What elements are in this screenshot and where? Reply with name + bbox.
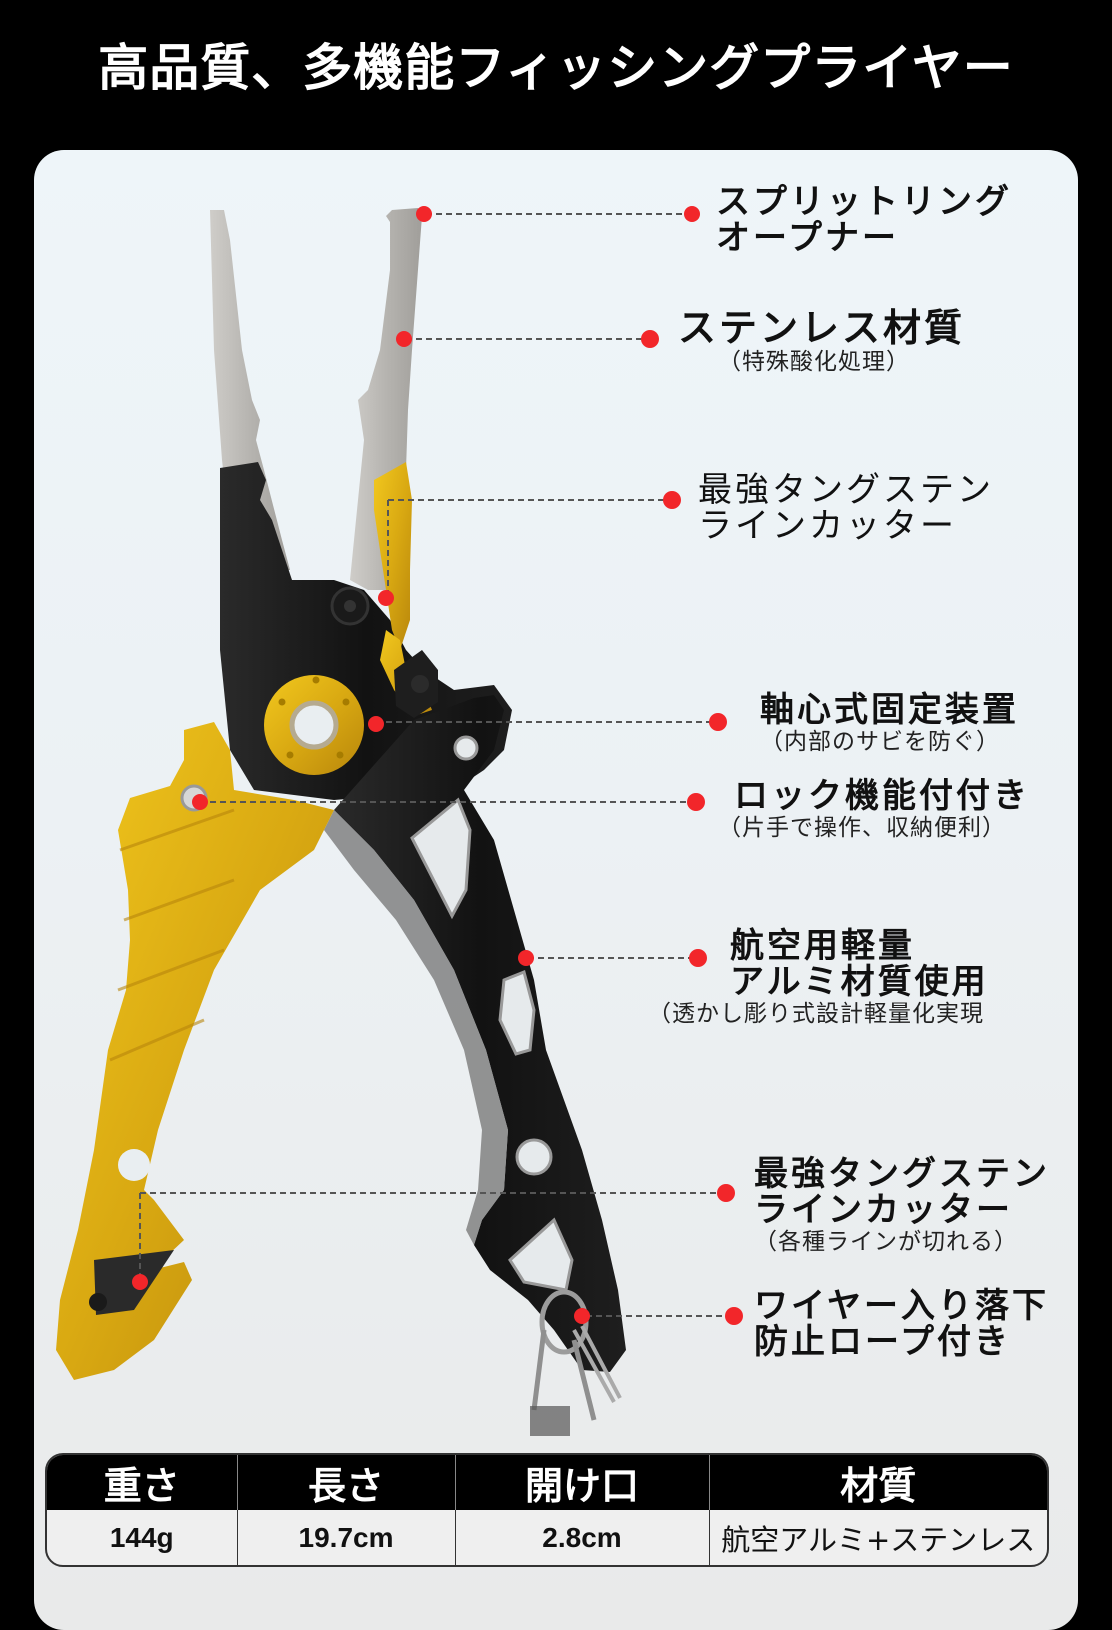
dot-icon — [378, 590, 394, 606]
dot-icon — [641, 330, 659, 348]
dot-icon — [709, 713, 727, 731]
spec-header-opening: 開け口 — [454, 1455, 709, 1510]
dot-icon — [368, 716, 384, 732]
dot-icon — [416, 206, 432, 222]
spec-value-opening: 2.8cm — [454, 1510, 709, 1565]
dot-icon — [725, 1307, 743, 1325]
product-card: スプリットリング オープナー ステンレス材質 （特殊酸化処理） 最強タングステン… — [34, 150, 1078, 1630]
lock-lever — [394, 650, 438, 718]
callout-stainless-material: ステンレス材質 （特殊酸化処理） — [678, 306, 966, 375]
callout-axial-fixing-device: 軸心式固定装置 （内部のサビを防ぐ） — [760, 690, 1019, 755]
dot-icon — [684, 206, 700, 222]
callout-wire-lanyard: ワイヤー入り落下 防止ロープ付き — [754, 1286, 1049, 1362]
dot-icon — [687, 793, 705, 811]
dot-icon — [663, 491, 681, 509]
dot-icon — [396, 331, 412, 347]
dot-icon — [574, 1308, 590, 1324]
dot-icon — [717, 1184, 735, 1202]
pivot-washer — [264, 675, 364, 775]
dot-icon — [132, 1274, 148, 1290]
spec-table: 重さ 長さ 開け口 材質 144g 19.7cm 2.8cm 航空アルミ+ステン… — [45, 1453, 1049, 1567]
dot-icon — [518, 950, 534, 966]
black-handle — [324, 695, 626, 1372]
callout-tungsten-line-cutter-bottom: 最強タングステン ラインカッター （各種ラインが切れる） — [754, 1154, 1050, 1255]
callout-lock-function: ロック機能付付き （片手で操作、収納便利） — [718, 776, 1030, 841]
fishing-pliers-illustration — [56, 206, 743, 1436]
spec-header-material: 材質 — [708, 1455, 1047, 1510]
dot-icon — [192, 794, 208, 810]
spec-value-material: 航空アルミ+ステンレス — [708, 1510, 1047, 1565]
spec-header-row: 重さ 長さ 開け口 材質 — [47, 1455, 1047, 1510]
dot-icon — [689, 949, 707, 967]
gold-handle — [56, 722, 334, 1380]
callout-split-ring-opener: スプリットリング オープナー — [716, 182, 1012, 258]
spec-value-row: 144g 19.7cm 2.8cm 航空アルミ+ステンレス — [47, 1510, 1047, 1565]
spec-value-weight: 144g — [109, 1521, 174, 1553]
spec-value-length: 19.7cm — [236, 1510, 455, 1565]
spec-header-weight: 重さ — [47, 1455, 237, 1510]
callout-aviation-aluminum: 航空用軽量 アルミ材質使用 （透かし彫り式設計軽量化実現 — [648, 926, 989, 1027]
callout-tungsten-line-cutter-top: 最強タングステン ラインカッター — [698, 470, 994, 546]
page-title: 高品質、多機能フィッシングプライヤー — [98, 39, 1014, 97]
gold-jaw-insert — [374, 462, 412, 650]
spec-header-length: 長さ — [236, 1455, 455, 1510]
